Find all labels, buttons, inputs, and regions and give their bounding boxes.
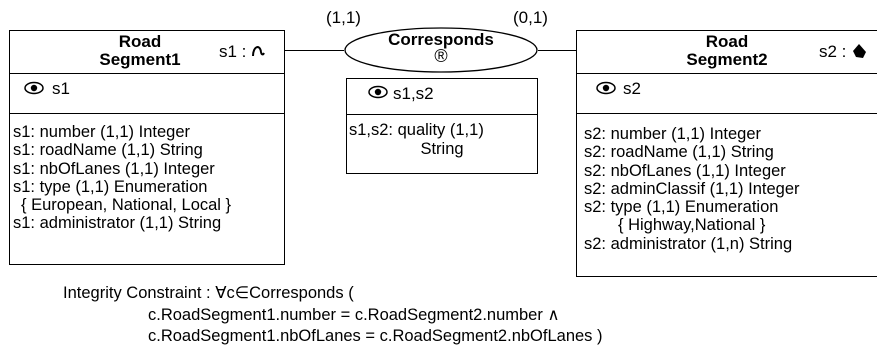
- cardinality-left: (1,1): [326, 8, 361, 27]
- attribute-item: s2: roadName (1,1) String: [584, 143, 774, 162]
- relationship-attribute: s1,s2: quality (1,1) String: [349, 121, 484, 158]
- attribute-item: s1: roadName (1,1) String: [13, 141, 203, 160]
- polygon-icon: [853, 44, 867, 58]
- identifier-row: s1: [10, 74, 284, 114]
- constraint-line: c.RoadSegment1.nbOfLanes = c.RoadSegment…: [148, 327, 603, 345]
- attribute-list: s1: number (1,1) Integer s1: roadName (1…: [13, 123, 231, 233]
- link-relationship-entity2: [538, 50, 576, 51]
- relationship-ellipse[interactable]: [343, 26, 539, 74]
- eye-icon: [596, 81, 616, 95]
- attribute-item: { European, National, Local }: [21, 196, 232, 215]
- entity-road-segment1[interactable]: Road Segment1 s1 : s1 s1: number (1,1) I…: [9, 30, 285, 265]
- attribute-list: s2: number (1,1) Integer s2: roadName (1…: [584, 125, 800, 253]
- entity-title: Road Segment1: [99, 32, 181, 69]
- identifier-row: s1,s2: [347, 79, 537, 115]
- registered-icon: ®: [434, 46, 448, 66]
- entity-tag: s1 :: [219, 42, 266, 62]
- entity-title: Road Segment2: [686, 32, 768, 69]
- cardinality-right: (0,1): [513, 8, 548, 27]
- attribute-item: s1: nbOfLanes (1,1) Integer: [13, 159, 215, 178]
- attribute-item: s1: administrator (1,1) String: [13, 214, 222, 233]
- attribute-item: s2: type (1,1) Enumeration: [584, 198, 779, 217]
- attribute-item: s2: nbOfLanes (1,1) Integer: [584, 161, 786, 180]
- constraint-line: c.RoadSegment1.number = c.RoadSegment2.n…: [148, 305, 560, 324]
- attribute-item: s2: number (1,1) Integer: [584, 125, 762, 143]
- entity-road-segment2[interactable]: Road Segment2 s2 : s2 s2: number (1,1) I…: [576, 30, 877, 277]
- eye-icon: [24, 81, 44, 95]
- eye-icon: [368, 85, 388, 99]
- relationship-attribute-box[interactable]: s1,s2 s1,s2: quality (1,1) String: [346, 78, 538, 174]
- attribute-item: s2: adminClassif (1,1) Integer: [584, 179, 800, 198]
- identifier-label: s1,s2: [393, 84, 434, 103]
- curve-icon: [252, 46, 266, 57]
- attribute-item: { Highway,National }: [618, 216, 766, 235]
- attribute-item: s2: administrator (1,n) String: [584, 234, 793, 253]
- entity-header: Road Segment2 s2 :: [577, 31, 877, 74]
- constraint-line: Integrity Constraint : ∀c∈Corresponds (: [63, 284, 354, 302]
- link-entity1-relationship: [285, 50, 344, 51]
- identifier-row: s2: [577, 74, 877, 114]
- entity-header: Road Segment1 s1 :: [10, 31, 284, 74]
- entity-tag: s2 :: [819, 42, 867, 62]
- relationship-name: Corresponds: [388, 30, 494, 49]
- identifier-label: s1: [52, 79, 70, 98]
- attribute-item: s1: number (1,1) Integer: [13, 123, 191, 141]
- integrity-constraint: Integrity Constraint : ∀c∈Corresponds ( …: [63, 283, 603, 348]
- identifier-label: s2: [623, 79, 641, 98]
- attribute-item: s1: type (1,1) Enumeration: [13, 177, 208, 196]
